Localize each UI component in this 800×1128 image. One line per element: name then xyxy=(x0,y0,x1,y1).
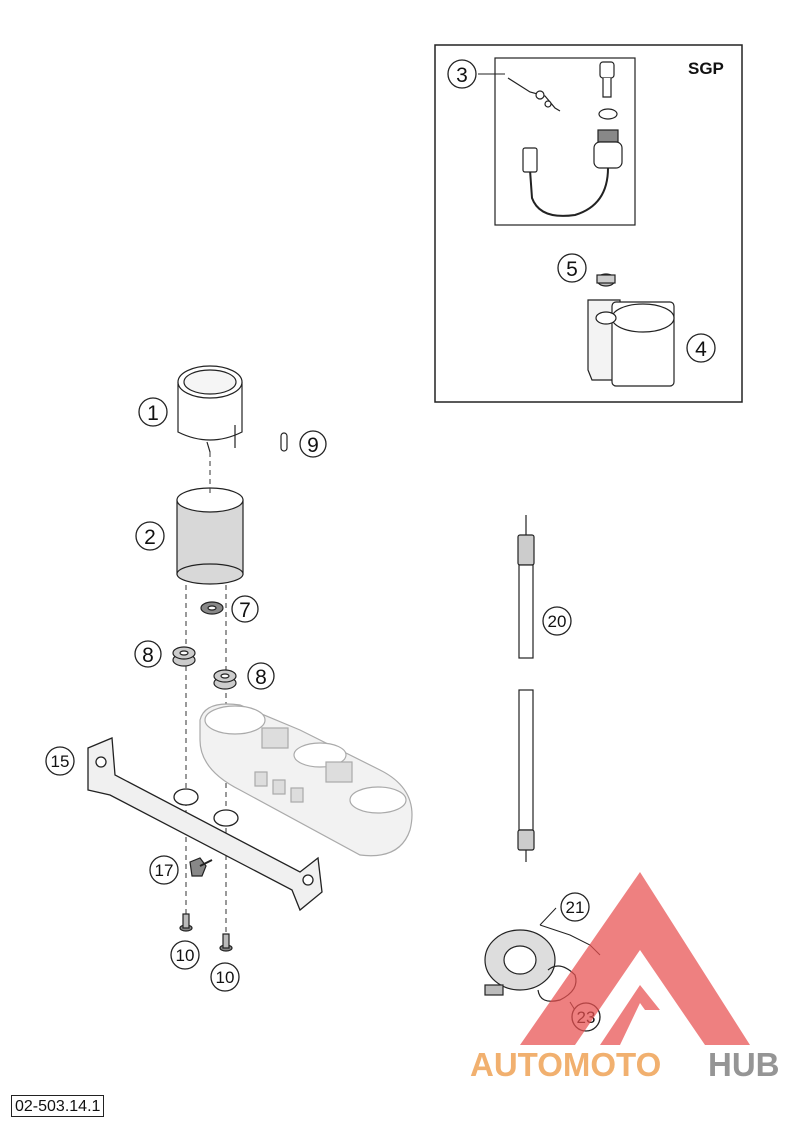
callout-3: 3 xyxy=(447,59,477,89)
part-9-bulb xyxy=(280,432,288,452)
part-15-bracket xyxy=(87,737,323,912)
ignition-switch-kit xyxy=(507,61,623,217)
callout-10-right: 10 xyxy=(210,962,240,992)
svg-text:10: 10 xyxy=(176,946,195,965)
callout-4: 4 xyxy=(686,333,716,363)
svg-text:4: 4 xyxy=(695,338,707,361)
sgp-label: SGP xyxy=(688,59,724,78)
svg-text:7: 7 xyxy=(239,599,251,622)
part-2-cup xyxy=(176,487,244,585)
watermark-text-part1: AUTOMOTO xyxy=(470,1046,661,1083)
part-number-label: 02-503.14.1 xyxy=(11,1095,105,1117)
part-1-speedometer xyxy=(177,365,243,453)
callout-2: 2 xyxy=(135,521,165,551)
part-4-mount xyxy=(587,299,675,387)
part-7-nut xyxy=(200,601,224,615)
watermark-text-part2: HUB xyxy=(708,1046,780,1083)
part-8-rubber-left xyxy=(172,646,196,667)
triple-clamp xyxy=(199,703,413,857)
svg-text:9: 9 xyxy=(307,434,319,457)
callout-7: 7 xyxy=(231,595,259,623)
svg-text:8: 8 xyxy=(142,644,154,667)
svg-text:10: 10 xyxy=(216,968,235,987)
watermark-logo-triangle xyxy=(520,872,750,1045)
part-20-speedo-cable xyxy=(517,515,535,862)
svg-text:17: 17 xyxy=(155,861,174,880)
callout-8-right: 8 xyxy=(247,662,275,690)
callout-5: 5 xyxy=(557,253,587,283)
svg-text:21: 21 xyxy=(566,898,585,917)
callout-21: 21 xyxy=(560,892,590,922)
part-10-screw-right xyxy=(219,933,233,952)
part-8-rubber-right xyxy=(213,669,237,690)
callout-9: 9 xyxy=(299,430,327,458)
watermark-text: AUTOMOTO HUB xyxy=(470,1046,780,1083)
part-10-screw-left xyxy=(179,913,193,932)
callout-1: 1 xyxy=(138,397,168,427)
callout-15: 15 xyxy=(45,746,75,776)
callout-10-left: 10 xyxy=(170,940,200,970)
svg-text:2: 2 xyxy=(144,526,156,549)
callout-20: 20 xyxy=(542,606,572,636)
callout-8-left: 8 xyxy=(134,640,162,668)
sgp-inset-box: SGP xyxy=(434,44,743,403)
svg-text:5: 5 xyxy=(566,258,578,281)
part-21-speedo-drive xyxy=(484,929,556,996)
svg-text:1: 1 xyxy=(147,402,159,425)
automotohub-watermark xyxy=(520,872,750,1045)
svg-text:15: 15 xyxy=(51,752,70,771)
part-17-bolt xyxy=(189,857,213,877)
svg-text:20: 20 xyxy=(548,612,567,631)
part-5-cap xyxy=(596,273,616,287)
ignition-kit-subbox xyxy=(494,57,636,226)
svg-text:3: 3 xyxy=(456,64,468,87)
callout-17: 17 xyxy=(149,855,179,885)
svg-text:8: 8 xyxy=(255,666,267,689)
